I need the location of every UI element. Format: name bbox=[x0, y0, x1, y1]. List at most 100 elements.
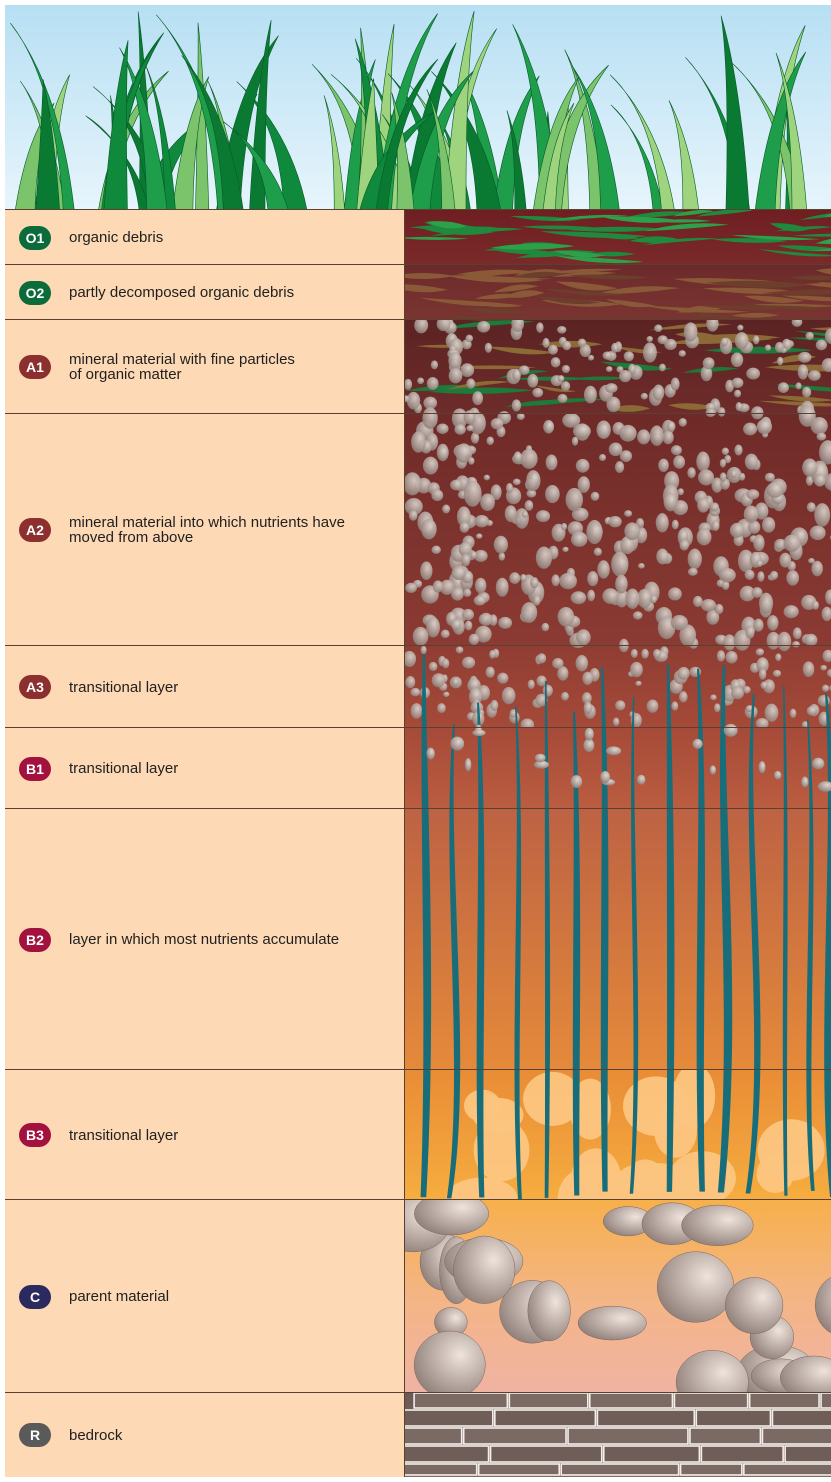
layer-description-o2: partly decomposed organic debris bbox=[69, 285, 389, 300]
pebble bbox=[497, 673, 508, 684]
pebble bbox=[409, 510, 418, 520]
pebble bbox=[784, 535, 801, 552]
pebble bbox=[767, 615, 778, 631]
pebble bbox=[654, 324, 662, 332]
pebble bbox=[460, 522, 470, 533]
bedrock-block bbox=[821, 1393, 831, 1408]
pebble bbox=[432, 673, 446, 687]
layer-divider bbox=[5, 1199, 831, 1200]
pebble bbox=[734, 390, 741, 398]
pebble bbox=[687, 467, 695, 478]
pebble bbox=[512, 399, 521, 411]
pebble bbox=[743, 686, 751, 694]
pebble bbox=[472, 730, 485, 736]
pebble bbox=[671, 615, 688, 630]
pebble bbox=[528, 680, 535, 689]
pebble bbox=[583, 739, 594, 752]
pebble bbox=[753, 335, 760, 344]
pebble bbox=[603, 351, 612, 359]
parent-rock bbox=[414, 1331, 485, 1399]
pebble bbox=[820, 665, 827, 671]
pebble bbox=[477, 321, 490, 333]
pebble bbox=[757, 571, 764, 582]
pebble bbox=[710, 502, 719, 511]
pebble bbox=[521, 602, 537, 623]
pebble bbox=[587, 590, 595, 601]
pebble bbox=[786, 570, 799, 585]
pebble bbox=[798, 364, 808, 379]
pebble bbox=[475, 578, 486, 594]
pebble bbox=[597, 420, 611, 438]
pebble bbox=[514, 451, 522, 462]
pebble bbox=[734, 444, 742, 455]
pebble bbox=[656, 549, 668, 565]
bedrock-block bbox=[744, 1464, 831, 1475]
bedrock-block bbox=[701, 1446, 783, 1462]
pebble bbox=[667, 421, 676, 432]
pebble bbox=[499, 552, 506, 560]
pebble bbox=[756, 648, 764, 655]
pebble bbox=[532, 388, 543, 398]
layer-row-b3: B3 transitional layer bbox=[5, 1070, 405, 1200]
pebble bbox=[739, 473, 745, 481]
pebble bbox=[561, 523, 567, 530]
pebble bbox=[679, 418, 687, 427]
pebble bbox=[723, 634, 735, 650]
pebble bbox=[466, 425, 473, 431]
pebble bbox=[442, 658, 449, 668]
bedrock-block bbox=[405, 1464, 477, 1475]
pebble bbox=[775, 342, 784, 353]
pebble bbox=[673, 455, 685, 468]
pebble bbox=[810, 526, 826, 541]
pebble bbox=[571, 591, 586, 604]
bedrock-block bbox=[696, 1410, 770, 1426]
pebble bbox=[584, 386, 597, 404]
pebble bbox=[722, 447, 729, 455]
pebble bbox=[692, 739, 702, 749]
parent-rock bbox=[682, 1205, 754, 1246]
pebble bbox=[779, 553, 791, 568]
pebble bbox=[520, 574, 526, 582]
layer-badge-a1: A1 bbox=[19, 355, 51, 379]
pebble bbox=[679, 350, 686, 357]
pebble bbox=[431, 360, 438, 369]
pebble bbox=[775, 653, 781, 661]
pebble bbox=[811, 417, 828, 435]
pebble bbox=[624, 510, 632, 517]
pebble bbox=[423, 457, 438, 475]
bedrock-block bbox=[674, 1393, 747, 1408]
panel-divider bbox=[404, 210, 405, 1477]
pebble bbox=[615, 575, 628, 594]
pebble bbox=[717, 650, 725, 661]
pebble bbox=[522, 511, 528, 518]
pebble bbox=[576, 629, 591, 645]
pebble bbox=[701, 599, 716, 611]
pebble bbox=[664, 492, 677, 511]
pebble bbox=[464, 480, 482, 506]
pebble bbox=[688, 568, 698, 576]
pebble bbox=[466, 378, 475, 388]
pebble bbox=[737, 325, 743, 331]
pebble bbox=[653, 384, 665, 400]
pebble bbox=[635, 681, 641, 686]
pebble bbox=[671, 701, 678, 710]
pebble bbox=[470, 551, 476, 559]
pebble bbox=[561, 692, 569, 701]
pebble bbox=[474, 595, 486, 605]
layer-row-a3: A3 transitional layer bbox=[5, 646, 405, 728]
pebble bbox=[411, 431, 426, 452]
pebble bbox=[753, 534, 764, 551]
pebble bbox=[620, 450, 632, 462]
bedrock-block bbox=[772, 1410, 831, 1426]
pebble bbox=[658, 459, 669, 472]
pebble bbox=[697, 498, 709, 513]
pebble bbox=[427, 377, 439, 390]
pebble bbox=[496, 578, 509, 597]
layer-badge-o1: O1 bbox=[19, 226, 51, 250]
pebble bbox=[712, 521, 720, 532]
layer-row-b2: B2 layer in which most nutrients accumul… bbox=[5, 809, 405, 1070]
pebble bbox=[454, 424, 465, 435]
pebble bbox=[732, 378, 744, 388]
pebble bbox=[777, 357, 783, 366]
pebble bbox=[816, 340, 827, 351]
